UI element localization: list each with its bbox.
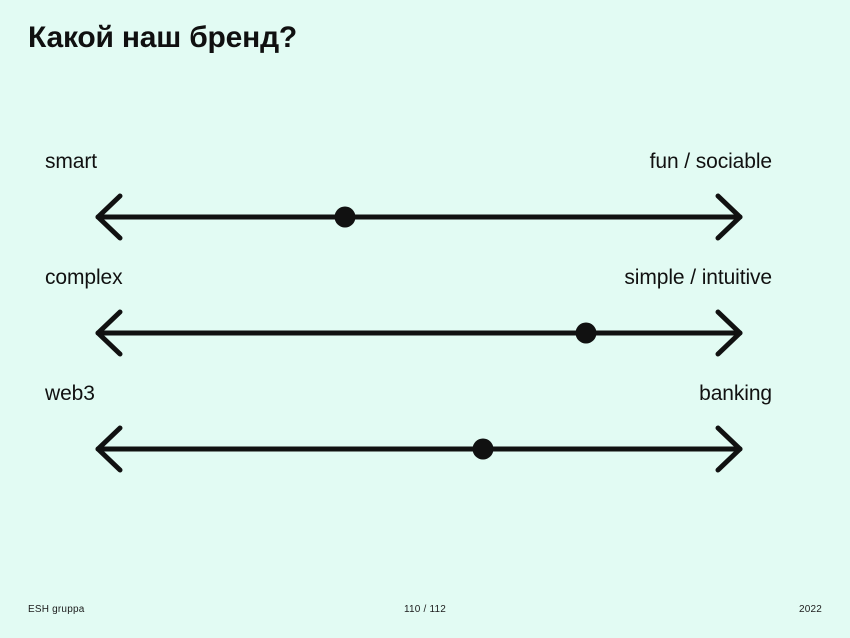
scale-row: smart fun / sociable (0, 150, 850, 266)
scale-row: web3 banking (0, 382, 850, 498)
scale-axis (88, 192, 750, 242)
footer-year: 2022 (798, 604, 822, 615)
scale-axis (88, 424, 750, 474)
scale-labels: complex simple / intuitive (45, 266, 772, 290)
slide-footer: ESH gruppa 110 / 112 2022 (0, 604, 850, 620)
scale-left-label: complex (45, 266, 123, 289)
arrow-right-icon (715, 193, 743, 241)
arrow-right-icon (715, 425, 743, 473)
page-title: Какой наш бренд? (28, 21, 298, 54)
arrow-right-icon (715, 309, 743, 357)
footer-page-indicator: 110 / 112 (403, 604, 447, 615)
arrow-left-icon (95, 309, 123, 357)
scale-axis (88, 308, 750, 358)
scale-marker[interactable] (334, 206, 356, 228)
arrow-left-icon (95, 425, 123, 473)
scale-labels: smart fun / sociable (45, 150, 772, 174)
scale-right-label: banking (699, 382, 772, 405)
scale-marker[interactable] (575, 322, 597, 344)
scale-right-label: simple / intuitive (624, 266, 772, 289)
scales-group: smart fun / sociable complex simple / in… (0, 150, 850, 498)
scale-right-label: fun / sociable (649, 150, 772, 173)
scale-left-label: web3 (45, 382, 95, 405)
scale-labels: web3 banking (45, 382, 772, 406)
scale-left-label: smart (45, 150, 98, 173)
footer-brand: ESH gruppa (28, 604, 85, 615)
arrow-left-icon (95, 193, 123, 241)
scale-row: complex simple / intuitive (0, 266, 850, 382)
scale-marker[interactable] (472, 438, 494, 460)
